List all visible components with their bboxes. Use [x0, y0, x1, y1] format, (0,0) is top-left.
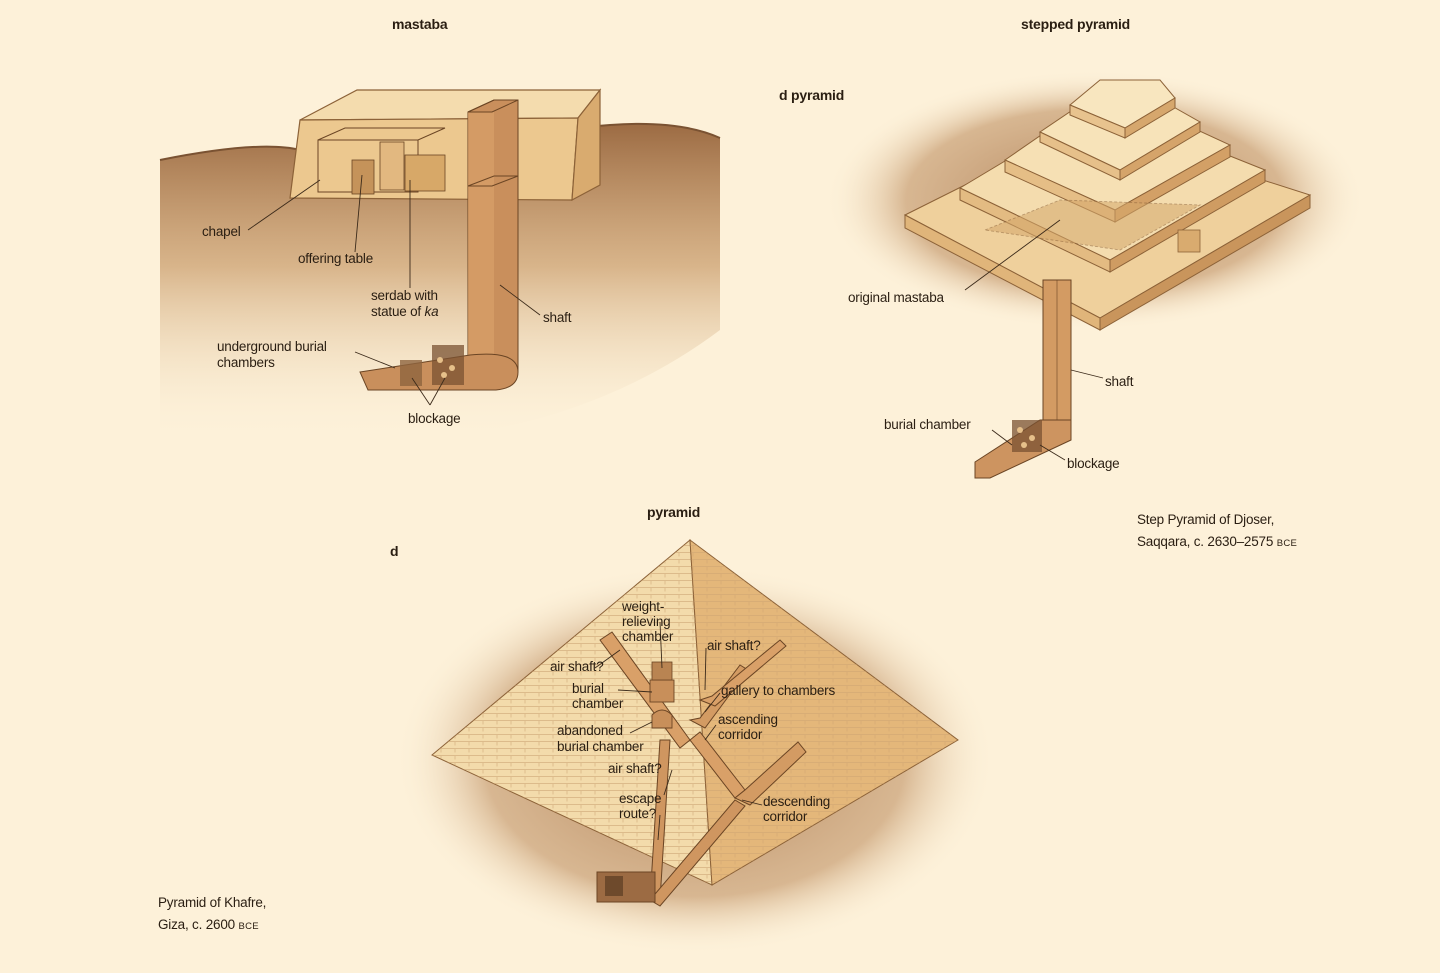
pyramid-caption-line1: Pyramid of Khafre,	[158, 895, 267, 910]
pyramid-caption-line2: Giza, c. 2600 BCE	[158, 917, 259, 932]
label-burial-line2: chamber	[572, 696, 624, 711]
mastaba-side	[571, 88, 601, 202]
label-ascending-line1: ascending	[718, 712, 778, 727]
mastaba-illustration	[159, 88, 721, 441]
label-escape-line1: escape	[619, 791, 662, 806]
label-serdab-line1: serdab with	[371, 288, 438, 303]
stepped-pyramid-illustration	[825, 70, 1365, 479]
label-abandoned-line2: burial chamber	[557, 739, 644, 754]
label-underground-line1: underground burial	[217, 339, 327, 354]
label-weight-line1: weight-	[622, 599, 665, 614]
label-descending-line2: corridor	[763, 809, 808, 824]
mastaba-heading: mastaba	[392, 16, 448, 32]
label-underground-line2: chambers	[217, 355, 275, 370]
label-ascending-line2: corridor	[718, 727, 763, 742]
mastaba-ground	[160, 123, 720, 441]
label-offering-table: offering table	[298, 251, 374, 266]
stepped-subheading: d pyramid	[779, 87, 845, 103]
label-weight-line2: relieving	[622, 614, 671, 629]
label-weight-line3: chamber	[622, 629, 674, 644]
label-gallery: gallery to chambers	[721, 683, 836, 698]
label-stepped-blockage: blockage	[1067, 456, 1120, 471]
label-air-shaft-left: air shaft?	[550, 659, 604, 674]
stepped-heading: stepped pyramid	[1021, 16, 1131, 32]
pyramid-heading: pyramid	[647, 504, 701, 520]
label-descending-line1: descending	[763, 794, 831, 809]
label-burial-line1: burial	[572, 681, 604, 696]
label-air-shaft-right: air shaft?	[707, 638, 761, 653]
label-escape-line2: route?	[619, 806, 657, 821]
stepped-leaders	[964, 219, 1104, 461]
mastaba-top	[299, 89, 602, 121]
label-air-shaft-low: air shaft?	[608, 761, 662, 776]
label-serdab-line2: statue of ka	[371, 304, 439, 319]
label-stepped-burial-chamber: burial chamber	[884, 417, 971, 432]
stepped-caption-line2: Saqqara, c. 2630–2575 BCE	[1137, 534, 1298, 549]
label-mastaba-shaft: shaft	[543, 310, 572, 325]
pyramid-subheading: d	[390, 543, 399, 559]
label-original-mastaba: original mastaba	[848, 290, 944, 305]
label-chapel: chapel	[202, 224, 241, 239]
mastaba-leaders	[247, 174, 541, 406]
label-abandoned-line1: abandoned	[557, 723, 623, 738]
pyramid-leaders	[594, 621, 763, 841]
stepped-caption-line1: Step Pyramid of Djoser,	[1137, 512, 1275, 527]
label-mastaba-blockage: blockage	[408, 411, 461, 426]
pyramid-illustration	[395, 538, 995, 955]
label-stepped-shaft: shaft	[1105, 374, 1134, 389]
